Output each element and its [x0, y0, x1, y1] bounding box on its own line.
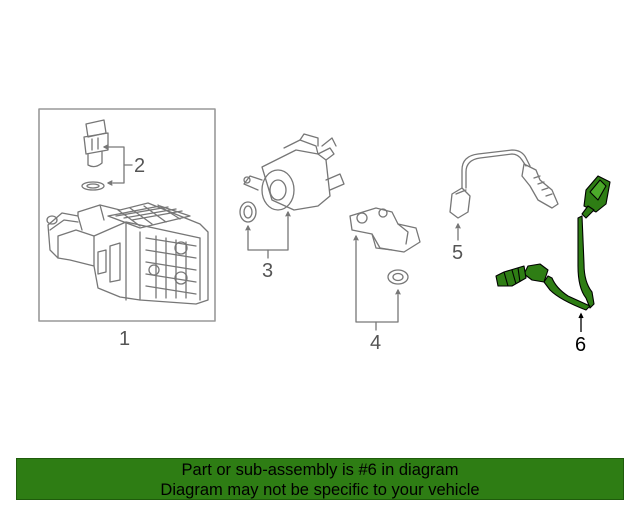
callout-2: 2	[134, 155, 146, 177]
callout-1: 1	[119, 328, 131, 350]
part-2-purge-valve	[81, 119, 109, 191]
callout-5-leader	[455, 223, 461, 241]
part-3-component	[239, 133, 345, 223]
part-1-frame	[38, 108, 216, 322]
info-banner: Part or sub-assembly is #6 in diagram Di…	[16, 458, 624, 500]
callout-3-leader	[245, 211, 291, 259]
callout-6: 6	[575, 334, 587, 356]
part-5-oxygen-sensor	[449, 149, 559, 219]
part-6-oxygen-sensor-highlighted	[495, 175, 611, 311]
callout-4-leader	[353, 235, 401, 331]
callout-6-leader	[578, 312, 584, 332]
banner-line-part-number: Part or sub-assembly is #6 in diagram	[181, 461, 459, 479]
banner-line-disclaimer: Diagram may not be specific to your vehi…	[160, 481, 480, 499]
callout-2-leader	[103, 144, 133, 186]
part-1-canister	[46, 202, 209, 305]
part-4-sensor	[349, 207, 421, 285]
callout-3: 3	[262, 260, 274, 282]
callout-4: 4	[370, 332, 382, 354]
callout-5: 5	[452, 242, 464, 264]
